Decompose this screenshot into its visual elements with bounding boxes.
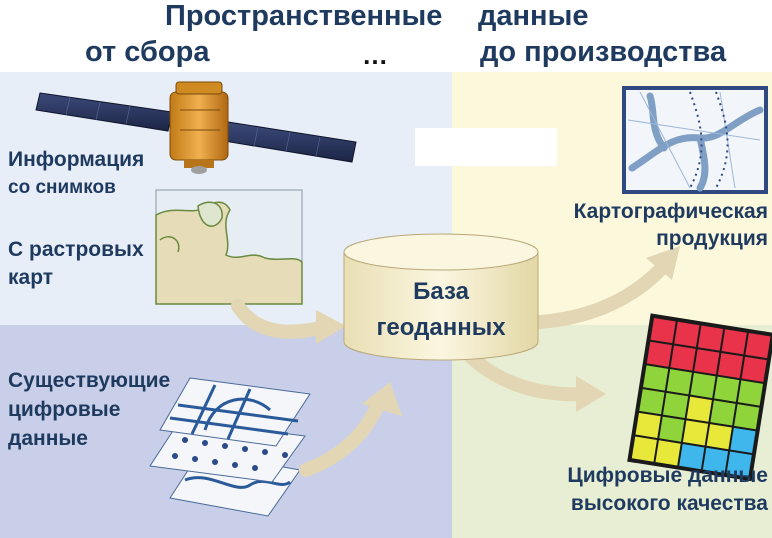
arrow-raster-to-db bbox=[231, 299, 346, 344]
label-satellite-line1: Информация bbox=[8, 148, 145, 171]
grid-cell bbox=[659, 416, 685, 442]
label-digital: Существующие цифровые данные bbox=[8, 366, 170, 453]
label-cartographic-line2: продукция bbox=[656, 227, 768, 250]
label-raster: С растровых карт bbox=[8, 236, 144, 292]
title-line1-right: данные bbox=[478, 0, 589, 32]
grid-cell bbox=[643, 365, 669, 391]
label-digital-line3: данные bbox=[8, 427, 88, 450]
grid-cell bbox=[721, 329, 747, 355]
label-digital-hq-line2: высокого качества bbox=[570, 492, 768, 515]
label-raster-line2: карт bbox=[8, 266, 54, 289]
grid-cell bbox=[741, 356, 767, 382]
label-digital-hq-line1: Цифровые данные bbox=[567, 464, 768, 487]
arrow-db-to-digital-hq bbox=[463, 349, 606, 412]
grid-cell bbox=[714, 376, 740, 402]
digital-quality-grid-icon bbox=[627, 313, 772, 482]
grid-cell bbox=[734, 404, 760, 430]
label-cartographic-line1: Картографическая bbox=[573, 200, 768, 223]
grid-cell bbox=[674, 321, 700, 347]
grid-cell bbox=[646, 341, 672, 367]
grid-cell bbox=[737, 380, 764, 406]
geodatabase-cylinder bbox=[343, 233, 539, 361]
grid-cell bbox=[650, 318, 676, 344]
label-satellite-line2: со снимков bbox=[8, 177, 116, 198]
label-cartographic: Картографическая продукция bbox=[574, 198, 768, 252]
grid-cell bbox=[706, 424, 732, 450]
arrow-digital-to-db bbox=[299, 382, 402, 477]
grid-cell bbox=[697, 325, 724, 351]
grid-cell bbox=[710, 400, 736, 426]
grid-cell bbox=[655, 440, 681, 466]
database-label-line1: База bbox=[413, 278, 469, 305]
layered-data-icon bbox=[149, 377, 311, 517]
grid-cell bbox=[639, 389, 665, 415]
label-satellite: Информация со снимков bbox=[8, 146, 144, 202]
title-line1-left: Пространственные bbox=[165, 0, 443, 32]
arrow-db-to-cartographic bbox=[533, 246, 680, 329]
grid-cell bbox=[686, 396, 712, 422]
database-label-line2: геоданных bbox=[376, 314, 506, 341]
grid-cell bbox=[682, 420, 709, 446]
grid-cell bbox=[745, 333, 771, 359]
label-digital-hq: Цифровые данные высокого качества bbox=[567, 462, 768, 518]
title-line2-right: до производства bbox=[480, 36, 727, 68]
grid-cell bbox=[631, 436, 657, 462]
grid-cell bbox=[726, 451, 752, 477]
grid-cell bbox=[662, 392, 689, 419]
satellite-icon bbox=[35, 81, 357, 174]
grid-cell bbox=[690, 372, 716, 399]
grid-cell bbox=[635, 412, 661, 438]
white-patch bbox=[415, 128, 557, 166]
grid-cell bbox=[694, 349, 720, 375]
label-digital-line2: цифровые bbox=[8, 398, 121, 421]
database-label: База геоданных bbox=[344, 274, 538, 346]
grid-cell bbox=[666, 369, 692, 395]
label-raster-line1: С растровых bbox=[8, 238, 144, 261]
title-line2-left: от сбора bbox=[85, 36, 210, 68]
raster-map-image bbox=[155, 189, 303, 305]
grid-cell bbox=[702, 447, 729, 473]
grid-cell bbox=[717, 352, 744, 379]
grid-cell bbox=[730, 427, 756, 454]
cartographic-map-image bbox=[622, 86, 768, 194]
grid-cell bbox=[670, 345, 696, 371]
label-digital-line1: Существующие bbox=[8, 369, 171, 392]
title-line2-ellipsis: … bbox=[362, 40, 388, 70]
grid-cell bbox=[679, 444, 705, 470]
